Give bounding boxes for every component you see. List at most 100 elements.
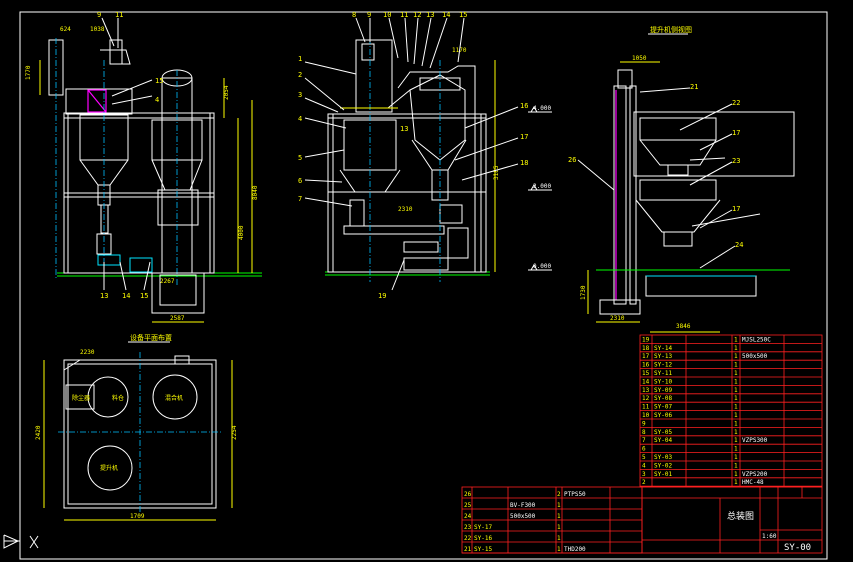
- front-view: 1770 2054 4000 8040 2587 624 1038 2267: [25, 26, 262, 323]
- parts-cell-no: 12: [642, 395, 650, 402]
- drawing-border: [19, 11, 828, 560]
- svg-text:4000: 4000: [238, 225, 245, 240]
- parts-cell-qty: 1: [557, 535, 561, 542]
- parts-cell-qty: 1: [557, 513, 561, 520]
- parts-cell-qty: 1: [734, 387, 738, 394]
- callout-top-5: 12: [413, 11, 421, 19]
- callout-top-6: 13: [426, 11, 434, 19]
- parts-cell-code: SY-05: [654, 429, 672, 436]
- parts-cell-no: 10: [642, 412, 650, 419]
- callout-front-3: 15: [155, 77, 163, 85]
- callout-side-11: 18: [520, 159, 528, 167]
- parts-cell-spec: 500x500: [742, 353, 768, 360]
- parts-cell-name: BV-F300: [510, 502, 536, 509]
- drawing-scale: 1:60: [762, 533, 777, 540]
- parts-cell-qty: 1: [734, 429, 738, 436]
- parts-cell-qty: 1: [734, 479, 738, 486]
- elevation-3: 0.000: [533, 263, 551, 270]
- side-view: 3185 2310 1170: [325, 38, 500, 282]
- svg-text:2310: 2310: [398, 206, 413, 213]
- parts-cell-no: 8: [642, 429, 646, 436]
- parts-cell-code: SY-03: [654, 454, 672, 461]
- parts-cell-qty: 1: [734, 404, 738, 411]
- svg-text:3846: 3846: [676, 323, 691, 330]
- callout-right-4: 23: [732, 157, 740, 165]
- svg-text:1050: 1050: [632, 55, 647, 62]
- parts-cell-code: SY-12: [654, 362, 672, 369]
- parts-cell-no: 21: [464, 546, 472, 553]
- parts-cell-code: SY-16: [474, 535, 492, 542]
- parts-cell-qty: 1: [734, 412, 738, 419]
- svg-text:2267: 2267: [160, 278, 175, 285]
- parts-cell-spec: THD200: [564, 546, 586, 553]
- parts-cell-no: 2: [642, 479, 646, 486]
- side-callouts: 1 2 3 4 5 6 7 19 16 17 18 13 8 9 10 11 1…: [298, 11, 528, 300]
- parts-cell-no: 13: [642, 387, 650, 394]
- front-callouts: 9 11 15 4 13 14 15: [97, 11, 163, 300]
- callout-front-2: 11: [115, 11, 123, 19]
- right-callouts: 21 22 17 23 26 17 24: [568, 83, 743, 269]
- svg-text:2230: 2230: [80, 349, 95, 356]
- parts-cell-no: 9: [642, 420, 646, 427]
- parts-cell-spec: HMC-48: [742, 479, 764, 486]
- callout-side-2: 2: [298, 71, 302, 79]
- parts-cell-no: 4: [642, 462, 646, 469]
- callout-side-9: 16: [520, 102, 528, 110]
- callout-front-1: 9: [97, 11, 101, 19]
- parts-cell-code: SY-02: [654, 462, 672, 469]
- callout-top-2: 9: [367, 11, 371, 19]
- right-view-title: 提升机侧视图: [650, 25, 692, 34]
- parts-cell-no: 17: [642, 353, 650, 360]
- svg-text:624: 624: [60, 26, 71, 33]
- parts-cell-code: SY-10: [654, 378, 672, 385]
- svg-text:3185: 3185: [493, 165, 500, 180]
- callout-right-2: 22: [732, 99, 740, 107]
- svg-text:2420: 2420: [35, 425, 42, 440]
- plan-label-3: 混合机: [165, 394, 183, 402]
- plan-label-4: 提升机: [100, 464, 118, 472]
- parts-cell-code: SY-09: [654, 387, 672, 394]
- callout-front-4: 4: [155, 96, 159, 104]
- parts-cell-no: 16: [642, 362, 650, 369]
- parts-cell-qty: 1: [734, 420, 738, 427]
- parts-cell-code: SY-08: [654, 395, 672, 402]
- parts-cell-no: 19: [642, 336, 650, 343]
- plan-label-2: 料仓: [112, 394, 124, 402]
- parts-cell-no: 23: [464, 524, 472, 531]
- callout-side-7: 7: [298, 195, 302, 203]
- callout-top-1: 8: [352, 11, 356, 19]
- parts-cell-no: 7: [642, 437, 646, 444]
- elevation-1: 4.000: [533, 105, 551, 112]
- parts-cell-qty: 1: [557, 546, 561, 553]
- parts-cell-qty: 1: [734, 462, 738, 469]
- callout-side-10: 17: [520, 133, 528, 141]
- parts-cell-qty: 1: [734, 437, 738, 444]
- parts-cell-no: 25: [464, 502, 472, 509]
- callout-right-7: 24: [735, 241, 743, 249]
- ucs-icon: [3, 534, 39, 549]
- parts-cell-spec: VZPS300: [742, 437, 768, 444]
- parts-cell-name: 500x500: [510, 513, 536, 520]
- parts-cell-no: 26: [464, 491, 472, 498]
- parts-cell-qty: 1: [734, 454, 738, 461]
- parts-cell-no: 15: [642, 370, 650, 377]
- svg-text:2254: 2254: [231, 425, 238, 440]
- plan-label-1: 除尘器: [72, 394, 90, 402]
- svg-text:1770: 1770: [25, 65, 32, 80]
- svg-text:2054: 2054: [223, 85, 230, 100]
- parts-cell-qty: 1: [734, 395, 738, 402]
- callout-side-3: 3: [298, 91, 302, 99]
- callout-top-8: 15: [459, 11, 467, 19]
- parts-cell-qty: 1: [734, 353, 738, 360]
- callout-side-6: 6: [298, 177, 302, 185]
- parts-cell-code: SY-11: [654, 370, 672, 377]
- parts-cell-qty: 1: [734, 378, 738, 385]
- parts-cell-no: 24: [464, 513, 472, 520]
- parts-cell-code: SY-13: [654, 353, 672, 360]
- callout-side-12: 13: [400, 125, 408, 133]
- parts-cell-no: 3: [642, 471, 646, 478]
- callout-top-7: 14: [442, 11, 450, 19]
